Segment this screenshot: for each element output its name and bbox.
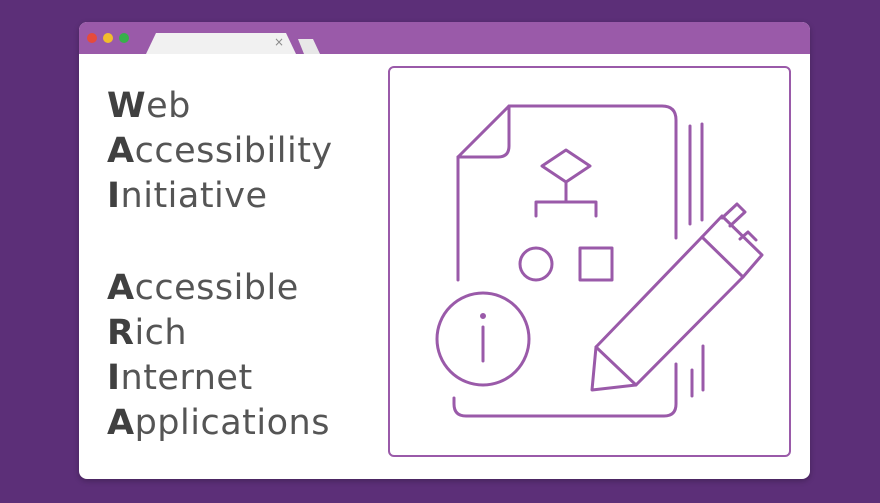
title-bar: × — [79, 22, 810, 54]
minimize-window-dot[interactable] — [103, 33, 113, 43]
wai-expansion: Web Accessibility Initiative — [107, 84, 333, 219]
line-rest: ccessible — [134, 268, 299, 308]
document-icon — [452, 104, 705, 418]
wai-line: Web — [107, 84, 333, 129]
line-rest: ccessibility — [134, 131, 333, 171]
line-initial: I — [107, 176, 121, 216]
line-initial: A — [107, 268, 135, 308]
line-initial: A — [107, 131, 135, 171]
line-initial: I — [107, 358, 121, 398]
browser-tab[interactable] — [146, 33, 296, 54]
wai-line: Accessibility — [107, 129, 333, 174]
line-initial: R — [107, 313, 135, 353]
maximize-window-dot[interactable] — [119, 33, 129, 43]
line-rest: ich — [134, 313, 188, 353]
pencil-icon — [590, 202, 764, 392]
info-icon — [435, 291, 531, 387]
line-initial: A — [107, 403, 135, 443]
wai-line: Initiative — [107, 174, 333, 219]
line-rest: nternet — [120, 358, 253, 398]
aria-expansion: Accessible Rich Internet Applications — [107, 266, 333, 446]
new-tab-button[interactable] — [298, 39, 320, 54]
line-rest: nitiative — [120, 176, 268, 216]
line-rest: pplications — [134, 403, 330, 443]
line-rest: eb — [146, 86, 191, 126]
acronym-text: Web Accessibility Initiative Accessible … — [107, 84, 333, 446]
browser-window: × Web Accessibility Initiative Accessibl… — [79, 22, 810, 479]
aria-line: Applications — [107, 401, 333, 446]
close-window-dot[interactable] — [87, 33, 97, 43]
illustration-frame — [388, 66, 791, 457]
line-initial: W — [107, 86, 147, 126]
tab-close-icon[interactable]: × — [273, 35, 285, 49]
aria-line: Accessible — [107, 266, 333, 311]
flowchart-icon — [518, 148, 614, 282]
aria-line: Internet — [107, 356, 333, 401]
aria-line: Rich — [107, 311, 333, 356]
spacer — [107, 219, 333, 266]
